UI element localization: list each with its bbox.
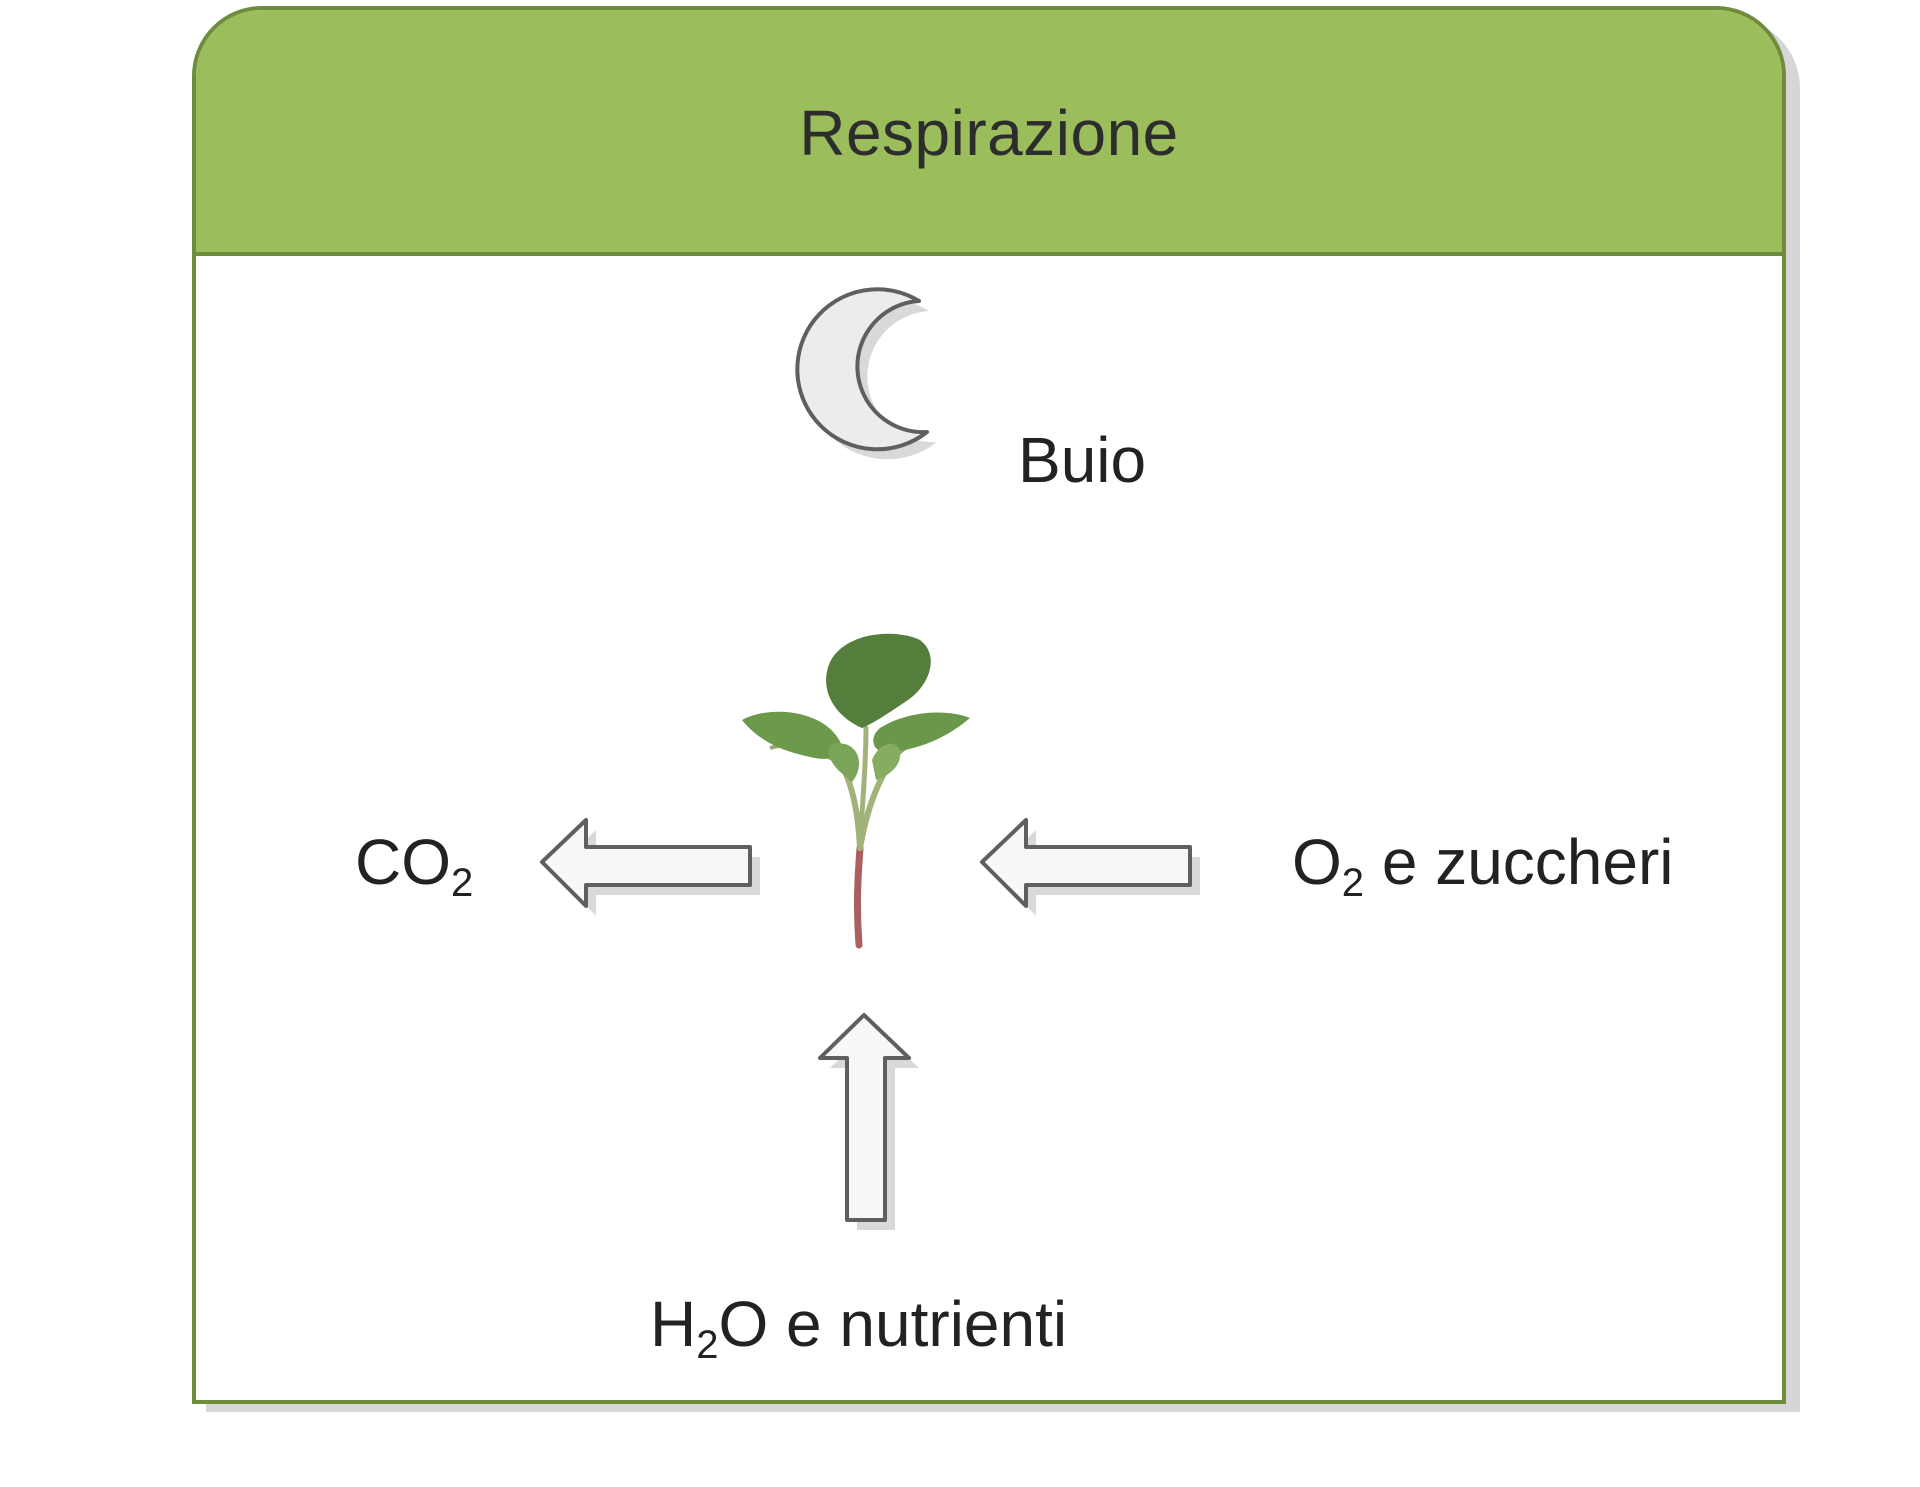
arrow-left-icon-o2 (980, 818, 1200, 916)
arrow-left-icon-co2 (540, 818, 760, 916)
o2-label-rest: e zuccheri (1364, 826, 1674, 898)
co2-label-sub: 2 (451, 861, 474, 905)
respiration-panel: Respirazione (192, 6, 1786, 1404)
o2-sugars-label: O2 e zuccheri (1292, 830, 1674, 903)
h2o-nutrients-label: H2O e nutrienti (650, 1292, 1067, 1365)
h2o-label-rest: O e nutrienti (718, 1288, 1068, 1360)
co2-label: CO2 (355, 830, 473, 903)
h2o-label-sub: 2 (696, 1323, 719, 1367)
o2-label-sub: 2 (1341, 861, 1365, 905)
co2-label-main: CO (355, 826, 451, 898)
panel-header: Respirazione (196, 10, 1782, 256)
moon-icon (795, 287, 937, 460)
arrow-up-icon (818, 1013, 919, 1230)
o2-label-main: O (1292, 826, 1342, 898)
plant-icon (742, 633, 970, 949)
h2o-label-main: H (650, 1288, 697, 1360)
condition-label-text: Buio (1018, 424, 1147, 496)
panel-title: Respirazione (799, 97, 1179, 169)
condition-label: Buio (1018, 428, 1146, 492)
